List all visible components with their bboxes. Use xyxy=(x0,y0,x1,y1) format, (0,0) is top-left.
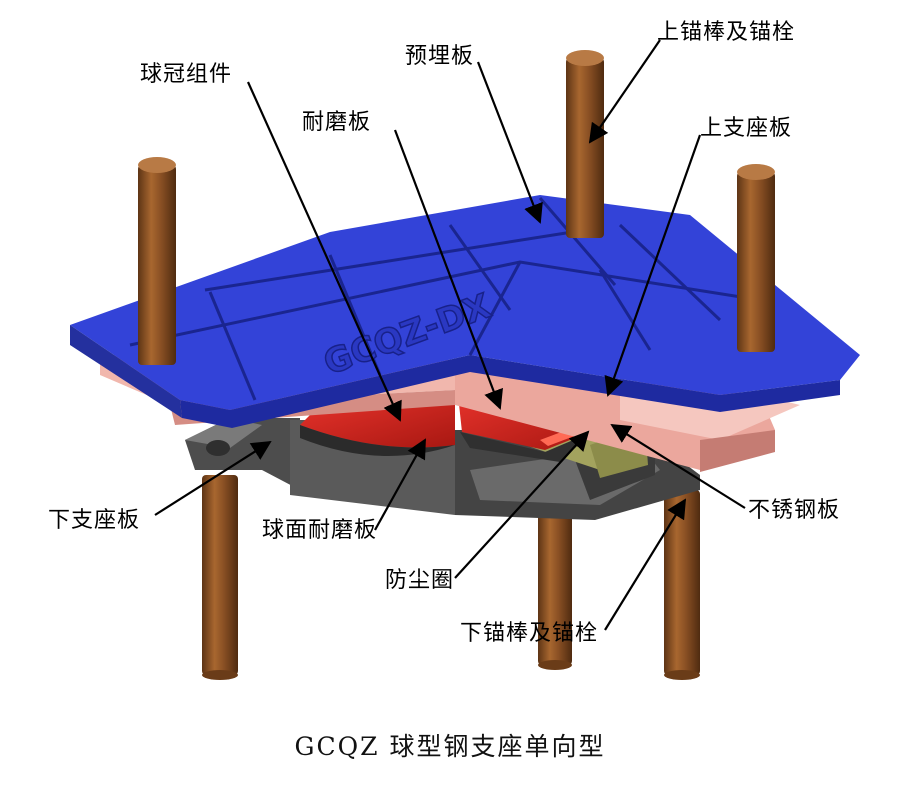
leader-wear-plate xyxy=(393,129,503,410)
leader-embedded-plate xyxy=(476,61,543,224)
leader-lines xyxy=(154,39,746,631)
label-lower-support-plate: 下支座板 xyxy=(48,508,141,533)
leader-spherical-wear-plate xyxy=(374,438,426,531)
label-embedded-plate: 预埋板 xyxy=(405,44,475,69)
leader-upper-support-plate xyxy=(604,134,702,397)
label-upper-support-plate: 上支座板 xyxy=(700,116,793,141)
leader-stainless-steel-plate xyxy=(610,423,746,509)
label-spherical-cap: 球冠组件 xyxy=(140,62,233,87)
label-dust-ring: 防尘圈 xyxy=(385,568,455,593)
leader-lower-support-plate xyxy=(154,440,272,516)
label-lower-anchor: 下锚棒及锚栓 xyxy=(460,621,599,646)
figure-caption: GCQZ 球型钢支座单向型 xyxy=(294,732,606,761)
lower-anchor-rods xyxy=(202,475,700,680)
upper-anchor-rods xyxy=(138,50,775,365)
leader-spherical-cap xyxy=(246,81,402,422)
leader-upper-anchor xyxy=(588,39,661,144)
leader-dust-ring xyxy=(454,430,590,579)
label-stainless-steel-plate: 不锈钢板 xyxy=(748,498,841,523)
label-spherical-wear-plate: 球面耐磨板 xyxy=(262,518,378,543)
leader-lower-anchor xyxy=(604,498,687,631)
label-wear-plate: 耐磨板 xyxy=(302,110,372,135)
label-upper-anchor: 上锚棒及锚栓 xyxy=(657,20,796,45)
